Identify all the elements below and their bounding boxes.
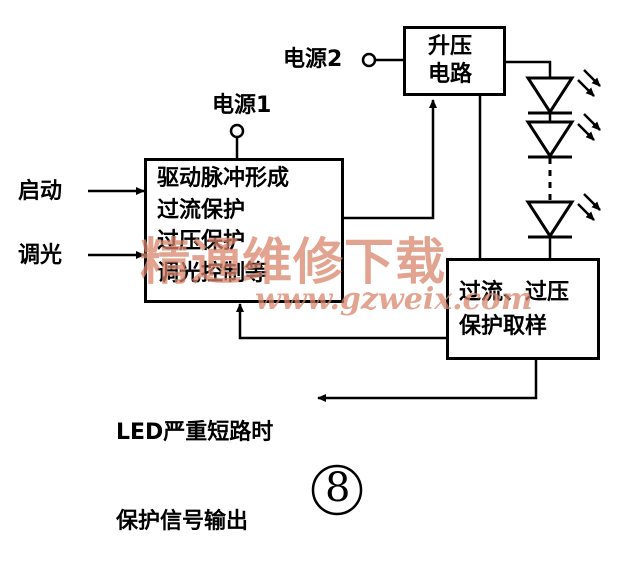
- led-diode-icon: [525, 113, 601, 159]
- driver-to-boost-wire: [344, 99, 437, 220]
- power1-label: 电源1: [212, 93, 272, 118]
- output-label-line: 保护信号输出: [116, 508, 249, 534]
- protection-output-wire: [317, 360, 538, 402]
- protection-box-line: 保护取样: [459, 313, 548, 339]
- driver-box-line: 驱动脉冲形成: [157, 166, 290, 191]
- driver-box-line: 过流保护: [157, 197, 246, 223]
- power2-terminal-icon: [361, 52, 377, 68]
- output-label-line: LED严重短路时: [116, 420, 274, 445]
- protection-sampling-box: 过流、过压 保护取样: [446, 258, 600, 360]
- driver-box-line: 调光控制等: [157, 260, 268, 286]
- driver-control-box: 驱动脉冲形成 过流保护 过压保护 调光控制等: [144, 158, 344, 303]
- figure-number: 8: [325, 465, 351, 511]
- boost-circuit-box: 升压 电路: [403, 26, 506, 96]
- power2-label: 电源2: [283, 47, 343, 72]
- led-string: [525, 69, 601, 258]
- figure-number-circle-icon: [311, 464, 363, 516]
- short-circuit-output-label: LED严重短路时 保护信号输出: [116, 364, 273, 563]
- power1-terminal-icon: [229, 123, 245, 139]
- led-diode-icon: [525, 193, 601, 239]
- protection-to-driver-wire: [236, 303, 446, 340]
- led-diode-icon: [525, 69, 601, 115]
- boost-to-led-wire: [505, 60, 552, 78]
- start-label: 启动: [18, 179, 63, 204]
- watermark-cn: 精通维修下载: [140, 232, 446, 291]
- dimming-label: 调光: [18, 243, 63, 268]
- diagram-wiring: [88, 52, 601, 516]
- watermark-url: www.gzweix.com: [255, 282, 533, 317]
- protection-box-line: 过流、过压: [459, 280, 570, 305]
- boost-box-line: 升压: [428, 34, 473, 59]
- driver-box-line: 过压保护: [157, 229, 246, 254]
- boost-box-line: 电路: [428, 61, 473, 87]
